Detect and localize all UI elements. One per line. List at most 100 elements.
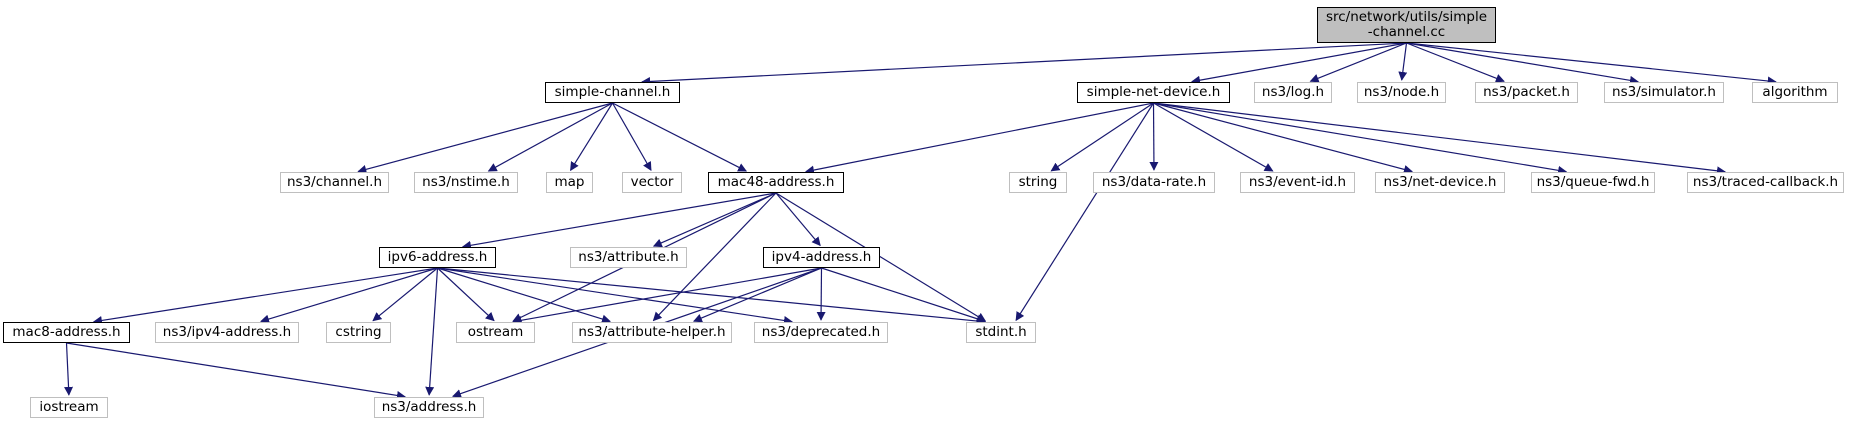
edge-simple_net_device_h-to-ns3_net_device_h [1153, 102, 1413, 174]
node-label: ipv4-address.h [771, 249, 872, 265]
node-label: ns3/log.h [1261, 84, 1325, 100]
node-ns3-deprecated-h[interactable]: ns3/deprecated.h [754, 322, 888, 343]
node-label: string [1018, 174, 1058, 190]
node-label: cstring [335, 324, 382, 340]
edge-root-to-ns3_packet_h [1406, 42, 1505, 83]
edge-simple_channel_h-to-ns3_nstime_h [487, 102, 613, 172]
node-ipv4-address-h[interactable]: ipv4-address.h [763, 247, 880, 268]
node-label: ns3/packet.h [1483, 84, 1570, 100]
edge-simple_net_device_h-to-stdint_h [1015, 102, 1155, 322]
edge-root-to-simple_net_device_h [1191, 42, 1407, 85]
edge-simple_net_device_h-to-ns3_traced_callback_h [1153, 102, 1726, 176]
node-ns3-traced-callback-h[interactable]: ns3/traced-callback.h [1687, 172, 1844, 193]
node-label: map [554, 174, 585, 190]
edge-ipv4_address_h-to-ns3_attribute_helper_h [693, 267, 822, 323]
edge-simple_net_device_h-to-mac48_address_h [805, 102, 1154, 175]
node-cstring[interactable]: cstring [326, 322, 391, 343]
edge-mac48_address_h-to-stdint_h [775, 192, 987, 322]
node-label: ns3/data-rate.h [1101, 174, 1207, 190]
node-ipv6-address-h[interactable]: ipv6-address.h [379, 247, 496, 268]
edge-ipv6_address_h-to-ostream [437, 267, 495, 322]
edge-ipv6_address_h-to-stdint_h [437, 267, 986, 326]
node-ns3-node-h[interactable]: ns3/node.h [1357, 82, 1446, 103]
edge-ipv4_address_h-to-ostream [512, 267, 822, 325]
node-ns3-simulator-h[interactable]: ns3/simulator.h [1604, 82, 1724, 103]
edge-root-to-ns3_simulator_h [1406, 42, 1639, 85]
edge-ipv4_address_h-to-stdint_h [821, 267, 986, 324]
edge-mac48_address_h-to-ns3_attribute_h [652, 192, 777, 248]
node-ns3-channel-h[interactable]: ns3/channel.h [280, 172, 389, 193]
edge-root-to-ns3_node_h [1398, 42, 1408, 81]
edge-mac48_address_h-to-ns3_attribute_helper_h [652, 192, 777, 322]
node-label: ns3/deprecated.h [761, 324, 881, 340]
node-ns3-attribute-h[interactable]: ns3/attribute.h [570, 247, 687, 268]
edge-ipv6_address_h-to-ns3_deprecated_h [437, 267, 793, 325]
node-simple-net-device-h[interactable]: simple-net-device.h [1077, 82, 1230, 103]
node-ns3-address-h[interactable]: ns3/address.h [374, 397, 484, 418]
node-label: simple-net-device.h [1086, 84, 1221, 100]
edge-root-to-simple_channel_h [641, 42, 1407, 86]
edge-ipv6_address_h-to-mac8_address_h [92, 267, 438, 325]
node-ns3-ipv4-address-h[interactable]: ns3/ipv4-address.h [155, 322, 299, 343]
node-simple-channel-cc[interactable]: src/network/utils/simple -channel.cc [1317, 7, 1496, 43]
edge-simple_net_device_h-to-ns3_queue_fwd_h [1153, 102, 1568, 175]
node-mac48-address-h[interactable]: mac48-address.h [708, 172, 844, 193]
edge-simple_net_device_h-to-ns3_event_id_h [1153, 102, 1274, 172]
node-ns3-net-device-h[interactable]: ns3/net-device.h [1375, 172, 1505, 193]
edge-simple_channel_h-to-ns3_channel_h [357, 102, 613, 174]
node-label: ns3/attribute.h [578, 249, 679, 265]
node-ns3-attribute-helper-h[interactable]: ns3/attribute-helper.h [572, 322, 732, 343]
node-label: mac8-address.h [12, 324, 121, 340]
node-stdint-h[interactable]: stdint.h [966, 322, 1036, 343]
node-ns3-queue-fwd-h[interactable]: ns3/queue-fwd.h [1531, 172, 1655, 193]
edge-mac8_address_h-to-ns3_address_h [66, 342, 406, 400]
node-label: algorithm [1762, 84, 1828, 100]
node-ns3-data-rate-h[interactable]: ns3/data-rate.h [1093, 172, 1215, 193]
node-ns3-log-h[interactable]: ns3/log.h [1254, 82, 1332, 103]
node-iostream[interactable]: iostream [30, 397, 108, 418]
node-vector[interactable]: vector [622, 172, 682, 193]
node-ns3-nstime-h[interactable]: ns3/nstime.h [414, 172, 518, 193]
edge-mac8_address_h-to-iostream [64, 342, 74, 396]
edge-simple_net_device_h-to-string [1050, 102, 1154, 172]
node-label: ns3/nstime.h [422, 174, 510, 190]
edge-ipv6_address_h-to-ns3_ipv4_address_h [260, 267, 438, 324]
edge-ipv6_address_h-to-cstring [372, 267, 438, 322]
node-algorithm[interactable]: algorithm [1752, 82, 1838, 103]
node-label: ipv6-address.h [387, 249, 488, 265]
node-label: iostream [39, 399, 99, 415]
dependency-edges [64, 42, 1777, 400]
edge-mac48_address_h-to-ipv6_address_h [461, 192, 777, 250]
edge-simple_channel_h-to-mac48_address_h [612, 102, 748, 172]
node-label: ns3/traced-callback.h [1692, 174, 1839, 190]
node-label: ns3/queue-fwd.h [1536, 174, 1650, 190]
edge-ipv6_address_h-to-ns3_address_h [425, 267, 439, 396]
node-string[interactable]: string [1009, 172, 1067, 193]
node-label-line2: -channel.cc [1367, 24, 1446, 40]
node-label: ns3/node.h [1363, 84, 1440, 100]
node-label: ns3/attribute-helper.h [578, 324, 726, 340]
node-mac8-address-h[interactable]: mac8-address.h [3, 322, 130, 343]
node-label: vector [630, 174, 674, 190]
node-label: mac48-address.h [717, 174, 835, 190]
node-label-line1: src/network/utils/simple [1325, 9, 1488, 25]
node-label: ns3/ipv4-address.h [162, 324, 292, 340]
node-label: ns3/simulator.h [1612, 84, 1716, 100]
edge-simple_channel_h-to-map [570, 102, 614, 172]
edge-root-to-ns3_log_h [1309, 42, 1407, 83]
edge-ipv6_address_h-to-ns3_attribute_helper_h [437, 267, 611, 324]
node-label: ns3/address.h [381, 399, 477, 415]
node-label: simple-channel.h [554, 84, 671, 100]
node-label: ns3/event-id.h [1248, 174, 1347, 190]
node-ns3-packet-h[interactable]: ns3/packet.h [1475, 82, 1578, 103]
edge-root-to-algorithm [1406, 42, 1777, 86]
node-map[interactable]: map [546, 172, 593, 193]
edge-simple_channel_h-to-vector [611, 102, 652, 172]
edge-mac48_address_h-to-ipv4_address_h [775, 192, 821, 247]
node-ns3-event-id-h[interactable]: ns3/event-id.h [1240, 172, 1355, 193]
node-label: ostream [467, 324, 524, 340]
node-ostream[interactable]: ostream [456, 322, 535, 343]
node-simple-channel-h[interactable]: simple-channel.h [545, 82, 680, 103]
node-label: stdint.h [975, 324, 1027, 340]
